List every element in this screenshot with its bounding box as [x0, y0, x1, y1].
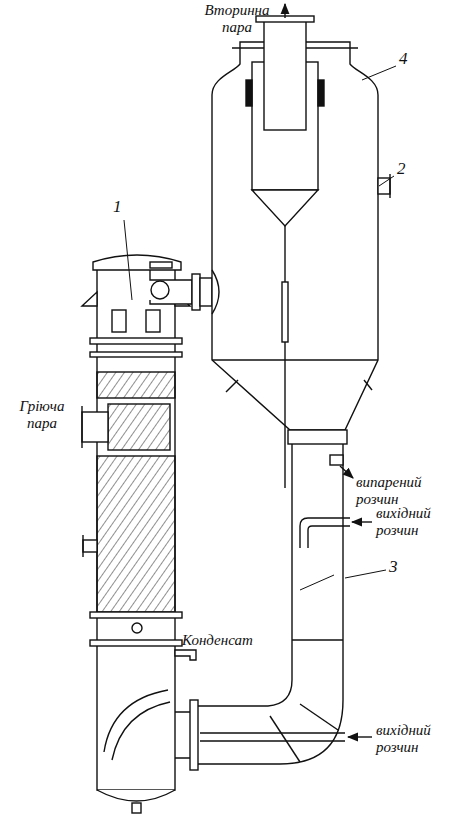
leader-line	[379, 176, 394, 186]
vapour-outlet	[264, 18, 306, 130]
flange	[190, 700, 198, 770]
flow-arrow	[340, 466, 353, 478]
callout-number: 4	[399, 50, 419, 69]
flange	[90, 612, 182, 618]
window	[146, 310, 160, 332]
tube-hatching	[97, 372, 175, 398]
leader-line	[362, 66, 396, 80]
steam-chest	[108, 404, 170, 450]
flow-label: вихідний розчин	[376, 505, 456, 538]
flange	[192, 274, 200, 310]
inlet-pipe	[300, 518, 350, 548]
cone	[252, 190, 318, 226]
circulation-pipe	[198, 444, 292, 706]
vapour-pipe	[150, 270, 192, 304]
steam-inlet	[82, 412, 108, 442]
flow-label: Конденсат	[182, 632, 282, 649]
flow-label: Вторинна пара	[196, 2, 278, 35]
sight-glass	[132, 623, 142, 633]
flow-arrow	[352, 521, 372, 522]
rod	[284, 226, 285, 488]
support-bracket	[82, 292, 97, 306]
callout-number: 2	[397, 160, 417, 179]
callout-number: 3	[389, 558, 409, 577]
flow-arrow	[348, 736, 372, 737]
top-cap	[93, 255, 181, 270]
leader-line	[345, 570, 386, 578]
bottom-inlet-pipe	[200, 733, 345, 741]
heating-column	[97, 268, 175, 790]
callout-number: 1	[113, 198, 133, 217]
inner-guide	[104, 690, 168, 752]
flange	[90, 338, 182, 344]
flow-label: Гріюча пара	[6, 398, 78, 431]
condensate-pipe	[175, 650, 196, 660]
flow-label: випарений розчин	[356, 474, 446, 507]
tube-hatching	[97, 456, 175, 612]
window	[112, 310, 126, 332]
bottom-dome	[97, 790, 175, 801]
outlet-nozzle	[330, 455, 343, 465]
flow-arrow	[284, 4, 285, 18]
flange	[288, 430, 347, 444]
flange	[90, 352, 182, 357]
flow-label: вихідний розчин	[376, 722, 456, 755]
leader-line	[124, 220, 132, 300]
drain-nozzle	[132, 803, 141, 813]
flange	[90, 640, 182, 646]
nozzle	[83, 540, 97, 552]
